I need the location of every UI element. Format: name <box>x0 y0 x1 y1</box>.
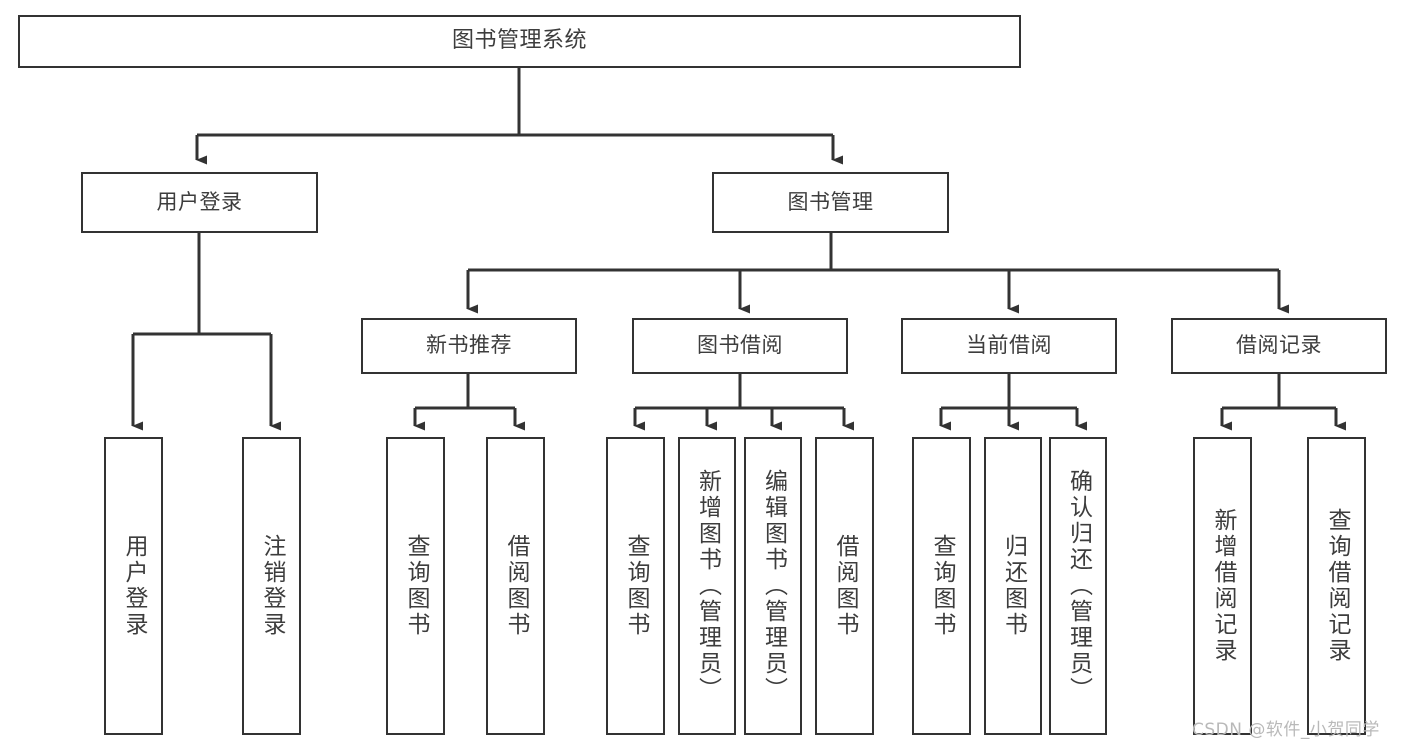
node-label: 图书借阅 <box>697 333 783 358</box>
node-new-book-recommend[interactable]: 新书推荐 <box>361 318 577 374</box>
leaf-confirm-return-admin[interactable]: 确认归还（管理员） <box>1049 437 1107 735</box>
leaf-logout[interactable]: 注销登录 <box>242 437 301 735</box>
node-label: 借阅记录 <box>1236 333 1322 358</box>
node-label: 确认归还（管理员） <box>1065 469 1092 703</box>
node-label: 查询借阅记录 <box>1324 508 1350 664</box>
node-label: 新书推荐 <box>426 333 512 358</box>
leaf-add-book-admin[interactable]: 新增图书（管理员） <box>678 437 736 735</box>
leaf-query-books-borrow[interactable]: 查询图书 <box>606 437 665 735</box>
leaf-borrow-books-recommend[interactable]: 借阅图书 <box>486 437 545 735</box>
node-label: 借阅图书 <box>832 534 858 638</box>
node-book-management[interactable]: 图书管理 <box>712 172 949 233</box>
node-label: 查询图书 <box>623 534 649 638</box>
leaf-user-login[interactable]: 用户登录 <box>104 437 163 735</box>
node-label: 注销登录 <box>259 534 285 638</box>
leaf-edit-book-admin[interactable]: 编辑图书（管理员） <box>744 437 802 735</box>
leaf-query-books-recommend[interactable]: 查询图书 <box>386 437 445 735</box>
node-label: 当前借阅 <box>966 333 1052 358</box>
node-label: 编辑图书（管理员） <box>760 469 787 703</box>
leaf-query-borrow-record[interactable]: 查询借阅记录 <box>1307 437 1366 735</box>
leaf-return-books[interactable]: 归还图书 <box>984 437 1042 735</box>
node-root-system[interactable]: 图书管理系统 <box>18 15 1021 68</box>
node-label: 查询图书 <box>929 534 955 638</box>
node-borrow-record[interactable]: 借阅记录 <box>1171 318 1387 374</box>
leaf-query-books-current[interactable]: 查询图书 <box>912 437 971 735</box>
node-label: 归还图书 <box>1000 534 1027 638</box>
node-label: 新增图书（管理员） <box>694 469 721 703</box>
node-book-borrow[interactable]: 图书借阅 <box>632 318 848 374</box>
node-label: 图书管理 <box>787 189 874 214</box>
node-label: 用户登录 <box>156 189 243 214</box>
node-label: 图书管理系统 <box>451 28 587 54</box>
node-label: 新增借阅记录 <box>1210 508 1236 664</box>
leaf-add-borrow-record[interactable]: 新增借阅记录 <box>1193 437 1252 735</box>
node-label: 查询图书 <box>403 534 429 638</box>
node-label: 借阅图书 <box>503 534 529 638</box>
node-current-borrow[interactable]: 当前借阅 <box>901 318 1117 374</box>
leaf-borrow-books-borrow[interactable]: 借阅图书 <box>815 437 874 735</box>
csdn-watermark: CSDN @软件_小贺同学 <box>1192 720 1380 740</box>
node-user-login[interactable]: 用户登录 <box>81 172 318 233</box>
node-label: 用户登录 <box>121 534 147 638</box>
